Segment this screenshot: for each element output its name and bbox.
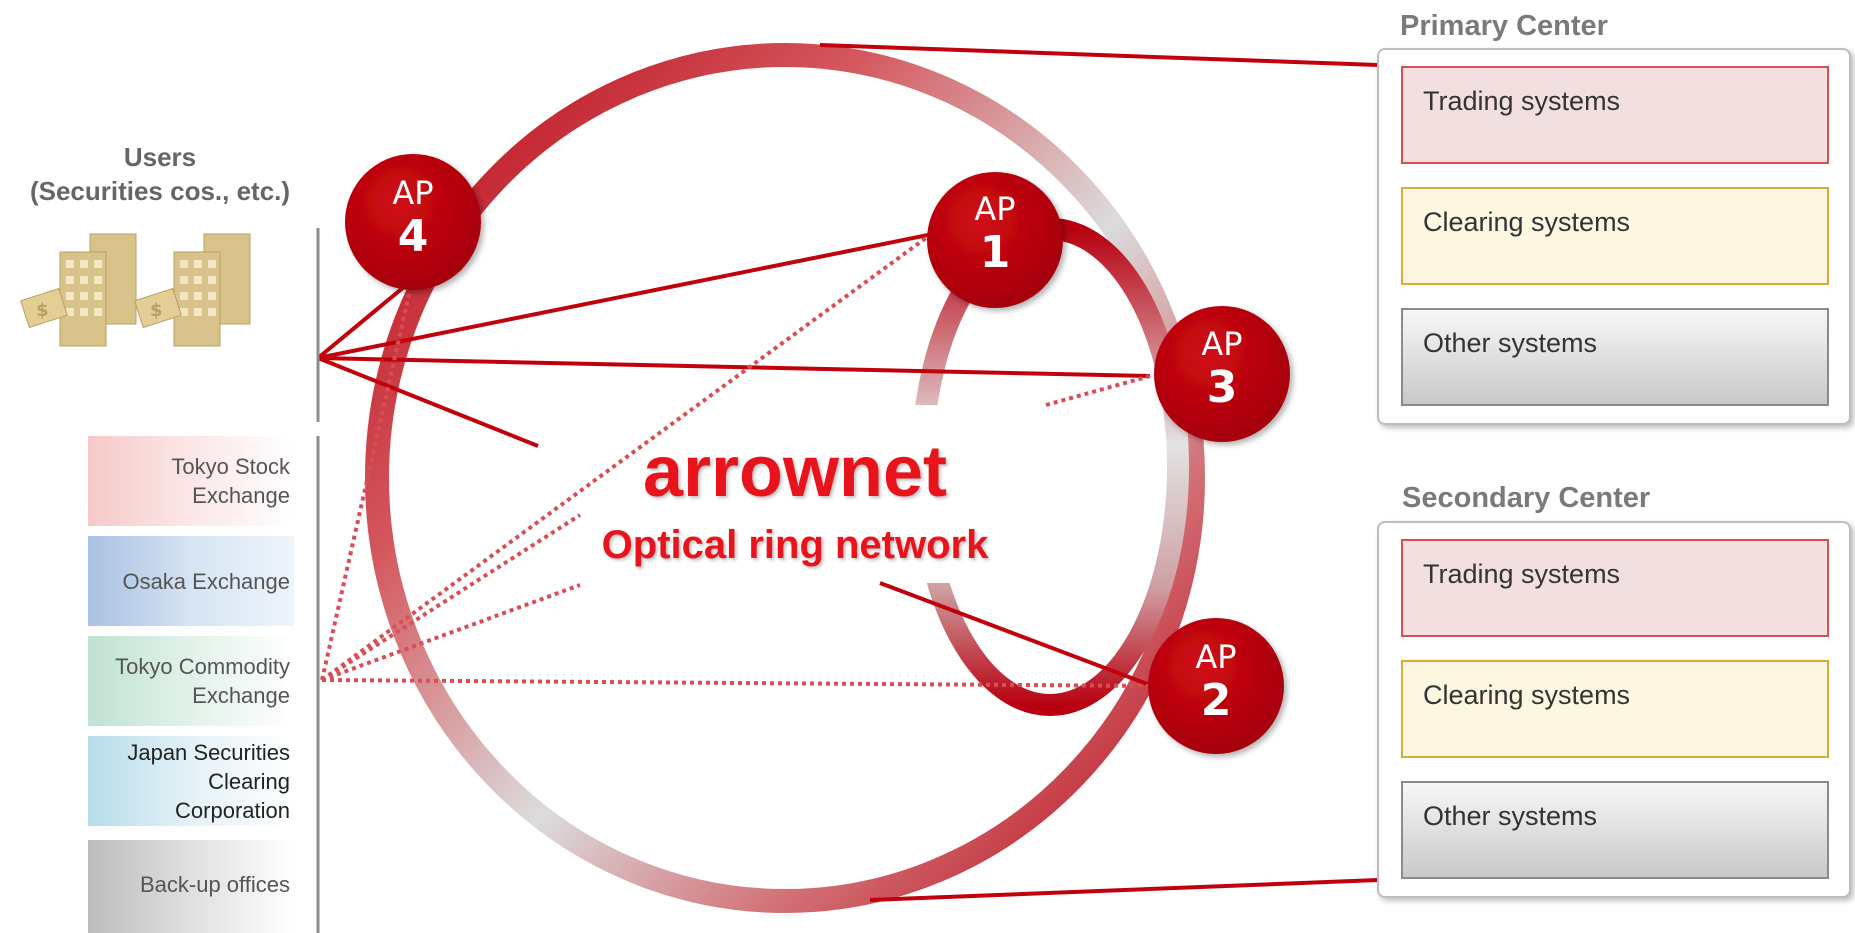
exchange-label: Exchange [192,483,290,508]
network-subtitle: Optical ring network [601,523,989,567]
secondary-clearing-systems: Clearing systems [1401,660,1829,758]
network-name: arrownet [642,432,948,512]
ap-node-3 [1154,306,1290,442]
link-center-ap2 [879,581,1151,687]
primary-trading-systems: Trading systems [1401,66,1829,164]
exchange-osaka: Osaka Exchange [88,536,294,626]
ap-node-4 [345,154,481,290]
svg-text:$: $ [36,300,49,321]
exchange-label: Tokyo Commodity [115,654,290,679]
exchange-label: Clearing Corporation [175,768,290,823]
users-title: Users (Securities cos., etc.) [0,140,320,208]
users-title-line1: Users [123,142,197,172]
primary-center-title: Primary Center [1400,10,1608,42]
link-secondary-center [869,878,1379,902]
link-users-center [317,356,539,448]
secondary-center-box: Trading systems Clearing systems Other s… [1377,521,1851,898]
primary-other-systems: Other systems [1401,308,1829,406]
svg-text:$: $ [150,300,163,321]
exchange-tokyo-commodity: Tokyo Commodity Exchange [88,636,294,726]
exchange-label: Back-up offices [139,872,290,897]
secondary-other-systems: Other systems [1401,781,1829,879]
link-primary-center [819,43,1379,67]
secondary-trading-systems: Trading systems [1401,539,1829,637]
office-buildings-icon: $ $ [20,233,251,347]
link-users-ap1 [317,233,929,360]
label-backdrop [538,405,1048,583]
exchange-jscc: Japan Securities Clearing Corporation [88,736,294,826]
exchange-label: Tokyo Stock [171,454,290,479]
link-users-ap3 [317,356,1151,378]
primary-clearing-systems: Clearing systems [1401,187,1829,285]
exchange-tokyo-stock: Tokyo Stock Exchange [88,436,294,526]
exchange-label: Osaka Exchange [122,568,290,594]
exchange-label: Exchange [192,683,290,708]
exchange-label: Japan Securities [127,739,290,765]
users-title-line2: (Securities cos., etc.) [29,176,291,206]
secondary-center-title: Secondary Center [1402,482,1651,514]
ap-node-1 [927,172,1063,308]
primary-center-box: Trading systems Clearing systems Other s… [1377,48,1851,425]
link-users-ap4 [316,280,412,360]
outer-ring [365,43,1205,913]
exchange-backup-offices: Back-up offices [88,840,294,933]
ap-node-2 [1148,618,1284,754]
exchange-links [320,233,1161,688]
